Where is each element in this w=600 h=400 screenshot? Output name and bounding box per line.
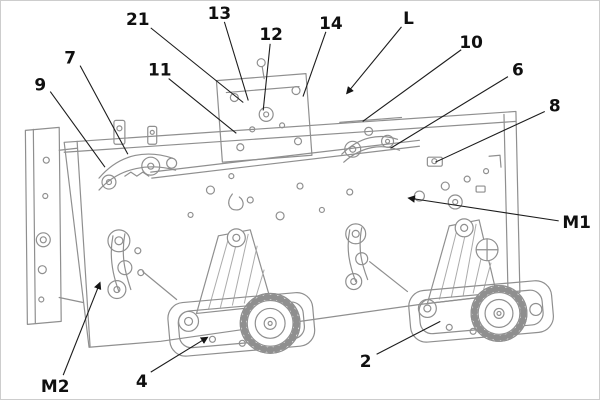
ref-label-8: 8 xyxy=(549,95,561,115)
left-roller-housing xyxy=(167,292,316,357)
leader-line-9 xyxy=(49,91,106,168)
side-plates xyxy=(24,110,521,348)
leader-line-14 xyxy=(302,31,327,97)
ref-label-4: 4 xyxy=(136,371,148,391)
right-roller xyxy=(470,284,528,342)
leader-line-13 xyxy=(223,21,249,101)
leader-line-11 xyxy=(168,78,237,134)
ref-label-12: 12 xyxy=(259,24,283,44)
right-drive-assembly xyxy=(345,218,554,343)
ref-label-7: 7 xyxy=(64,48,76,68)
ref-label-M2: M2 xyxy=(41,376,70,396)
left-chain-tensioner xyxy=(107,229,178,301)
leader-line-4 xyxy=(150,336,209,373)
right-chain-tensioner xyxy=(345,223,409,293)
leader-line-8 xyxy=(435,110,546,163)
leader-line-7 xyxy=(79,65,129,155)
left-drive-assembly xyxy=(107,228,316,357)
leader-line-M2 xyxy=(62,281,102,376)
hook-detail xyxy=(228,193,244,211)
leader-line-12 xyxy=(262,43,271,111)
ref-label-L: L xyxy=(403,8,414,28)
leader-line-10 xyxy=(362,49,462,122)
leader-line-21 xyxy=(150,27,244,103)
leader-line-L xyxy=(346,26,402,95)
ref-label-M1: M1 xyxy=(562,212,591,232)
right-bracket xyxy=(426,218,499,305)
ref-label-10: 10 xyxy=(459,32,483,52)
top-linkage xyxy=(98,58,443,191)
leader-line-6 xyxy=(390,76,509,149)
ref-label-13: 13 xyxy=(208,3,232,23)
leader-line-2 xyxy=(376,320,441,355)
ref-label-9: 9 xyxy=(34,75,46,95)
plate-details xyxy=(187,154,502,221)
ref-label-6: 6 xyxy=(512,60,524,80)
ref-label-14: 14 xyxy=(319,13,343,33)
ref-label-11: 11 xyxy=(148,60,172,80)
ref-label-2: 2 xyxy=(360,351,372,371)
left-roller xyxy=(239,292,301,354)
ref-label-21: 21 xyxy=(126,9,150,29)
leader-line-M1 xyxy=(407,195,559,222)
